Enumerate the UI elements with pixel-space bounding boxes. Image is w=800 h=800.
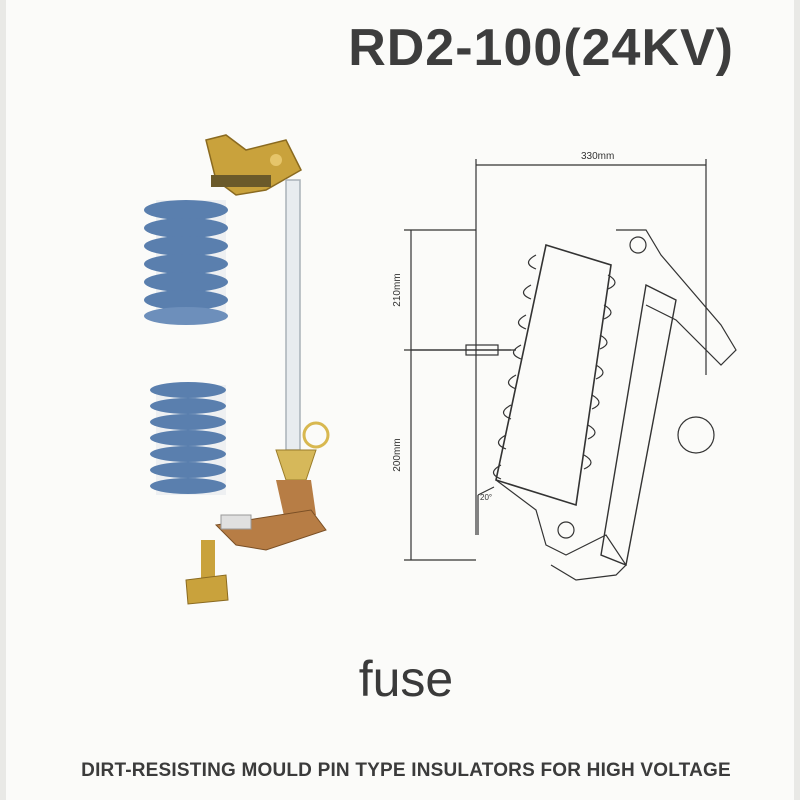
footer-tagline: DIRT-RESISTING MOULD PIN TYPE INSULATORS… [81,760,731,781]
fuse-photo [144,134,330,605]
product-caption: fuse [358,651,454,707]
dim-upper-label: 210mm [392,273,403,306]
lower-insulator-icon [150,382,226,495]
bottom-terminal-icon [185,540,229,605]
fuse-tube-icon [285,179,301,451]
dim-lower-label: 200mm [392,438,403,471]
upper-insulator-icon [144,200,228,325]
dimension-drawing: 330mm 210mm 200mm 20° [392,151,737,581]
angle-label: 20° [480,493,492,502]
pull-ring-icon [302,421,330,449]
lower-contact-icon [214,449,327,551]
top-bracket-icon [205,134,302,196]
dim-width-label: 330mm [581,151,614,162]
model-title: RD2-100(24KV) [348,19,734,77]
